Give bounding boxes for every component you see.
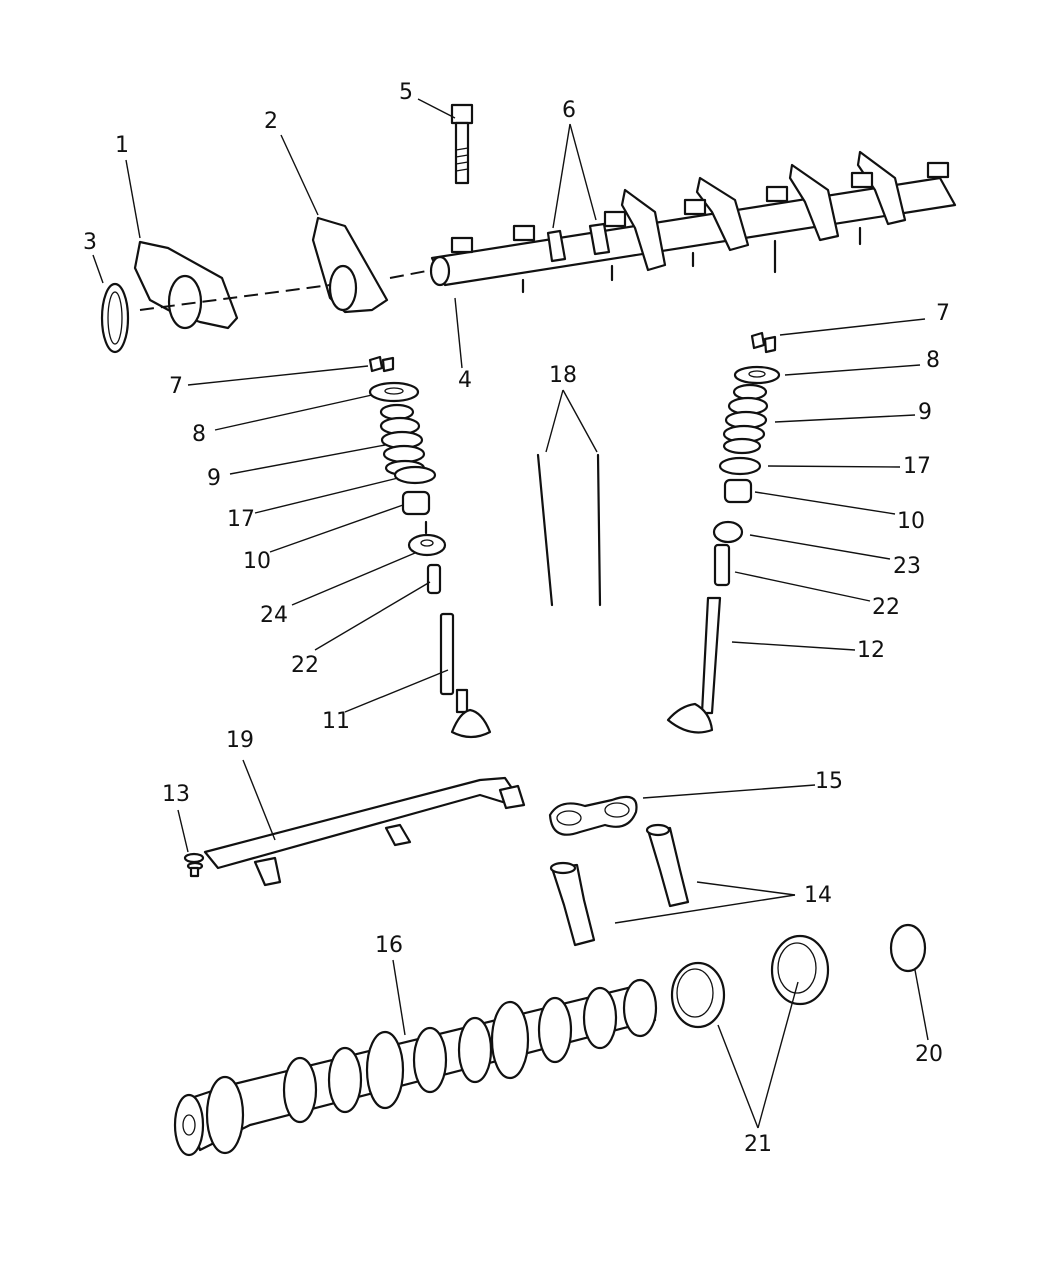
alignment-line <box>389 269 433 279</box>
callout-22-right: 22 <box>872 595 900 620</box>
rocker-arm-left <box>133 240 239 330</box>
callout-7-right: 7 <box>936 301 950 326</box>
callout-18: 18 <box>549 363 577 388</box>
callout-21: 21 <box>744 1132 772 1157</box>
lifter-retainer-bracket <box>203 776 526 887</box>
callout-12: 12 <box>857 638 885 663</box>
callout-22-left: 22 <box>291 653 319 678</box>
callout-24: 24 <box>260 603 288 628</box>
callout-23: 23 <box>893 554 921 579</box>
spacer-ring <box>100 282 130 354</box>
lifter-yoke <box>548 795 638 836</box>
callout-19: 19 <box>226 728 254 753</box>
callout-17-left: 17 <box>227 507 255 532</box>
callout-13: 13 <box>162 782 190 807</box>
callout-15: 15 <box>815 769 843 794</box>
callout-11: 11 <box>322 709 350 734</box>
alignment-line <box>139 284 331 311</box>
shaft-studs <box>521 226 862 294</box>
camshaft-plug <box>889 923 927 973</box>
callout-8-left: 8 <box>192 422 206 447</box>
callout-10-left: 10 <box>243 549 271 574</box>
shaft-bolt <box>450 103 474 185</box>
rocker-arm-right <box>311 216 389 314</box>
shaft-rocker-arms <box>620 150 907 272</box>
callout-7-left: 7 <box>169 374 183 399</box>
callout-9-left: 9 <box>207 466 221 491</box>
callout-17-right: 17 <box>903 454 931 479</box>
callout-8-right: 8 <box>926 348 940 373</box>
callout-9-right: 9 <box>918 400 932 425</box>
shaft-spacers <box>546 222 611 263</box>
callout-4: 4 <box>458 368 472 393</box>
right-valve-train <box>666 331 781 734</box>
callout-16: 16 <box>375 933 403 958</box>
leader-lines <box>92 98 929 1129</box>
rocker-shaft-assembly <box>429 150 957 294</box>
retainer-bolt <box>183 852 205 878</box>
callout-10-right: 10 <box>897 509 925 534</box>
callout-3: 3 <box>83 230 97 255</box>
callout-2: 2 <box>264 109 278 134</box>
push-rods <box>536 453 602 607</box>
left-valve-train <box>368 355 492 739</box>
callout-20: 20 <box>915 1042 943 1067</box>
hydraulic-lifters <box>549 823 690 947</box>
cam-bearings <box>670 934 830 1029</box>
callout-1: 1 <box>115 133 129 158</box>
camshaft <box>173 978 658 1157</box>
callout-5: 5 <box>399 80 413 105</box>
callout-6: 6 <box>562 98 576 123</box>
shaft-bolts <box>450 161 950 254</box>
callout-14: 14 <box>804 883 832 908</box>
